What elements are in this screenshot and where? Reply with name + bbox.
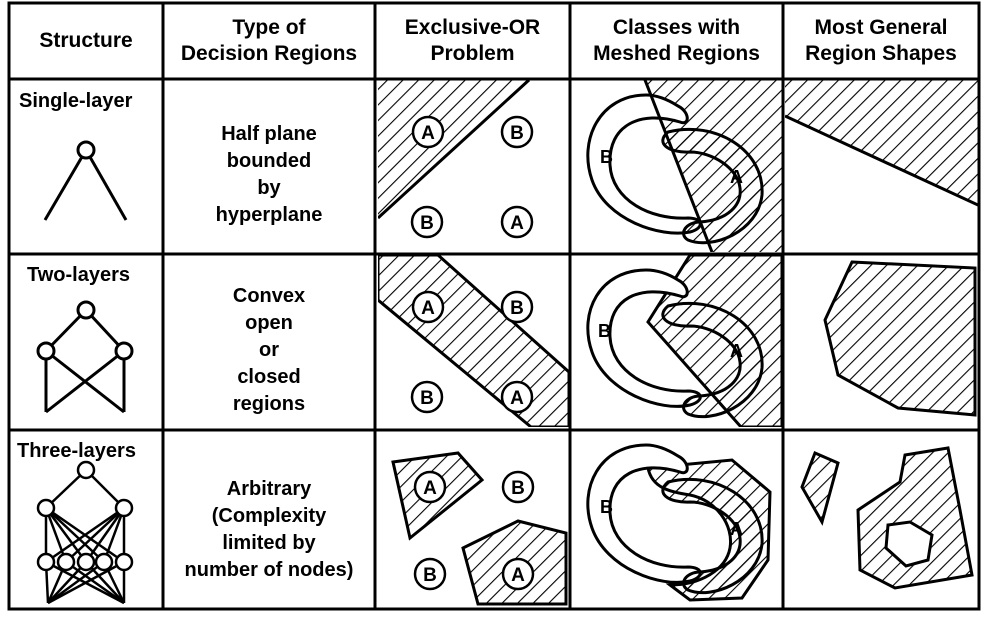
description-line: hyperplane [215,204,323,226]
description-line: Arbitrary [226,478,312,500]
class-a-label: A [510,388,524,409]
class-markers [410,115,535,591]
mesh-single-layer-cell [586,80,782,252]
class-b-region [586,93,702,235]
class-a-label: A [423,478,437,499]
description-single-layer: Half plane bounded by hyperplane [163,110,375,240]
class-a-marker [411,290,445,324]
description-line: open [245,311,293,334]
class-a-marker [500,380,534,414]
class-a-label: A [511,565,525,586]
header-xor-problem-line-1: Exclusive-OR [404,16,541,39]
description-line: Convex [232,284,306,307]
class-a-label: A [421,298,435,319]
description-line: by [257,177,281,199]
class-a-label: A [421,123,435,144]
xor-two-layers-cell [378,255,569,427]
class-b-label: B [423,565,437,586]
header-meshed-regions-line-1: Classes with [612,16,741,39]
general-three-layers-cell [800,446,974,590]
row-label-single-layer: Single-layer [19,90,133,112]
header-xor-problem-line-2: Problem [430,42,515,65]
class-b-label: B [420,388,434,409]
three-layer-network-icon [36,460,134,605]
class-b-marker [500,290,534,324]
hyperplane-line [643,80,714,252]
class-b-label: B [511,478,525,499]
class-b-label: B [420,213,434,234]
description-line: (Complexity [211,505,327,527]
class-a-marker [501,557,535,591]
class-b-marker [413,557,447,591]
description-line: Half plane [221,123,317,145]
header-decision-regions: Type of Decision Regions [163,6,375,76]
arbitrary-hatched-region [800,450,840,526]
class-a-region [661,301,764,419]
header-general-shapes-line-1: Most General [814,16,948,39]
table-grid [7,1,981,611]
class-a-region [661,477,764,595]
class-b-label: B [510,123,524,144]
header-decision-regions-line-1: Type of [232,16,306,39]
hyperplane-line [378,80,531,220]
header-general-shapes-line-2: Region Shapes [805,42,957,65]
header-meshed-regions-line-2: Meshed Regions [593,42,760,65]
class-b-label: B [510,298,524,319]
row-label-two-layers: Two-layers [27,264,130,286]
class-b-label: B [600,497,613,517]
class-b-label: B [600,147,613,167]
class-b-marker [500,115,534,149]
class-b-label: B [598,321,611,341]
description-three-layers: Arbitrary (Complexity limited by number … [163,470,375,590]
class-a-label: A [510,213,524,234]
class-b-region [586,443,702,584]
general-two-layers-cell [823,260,977,417]
class-a-marker [413,470,447,504]
class-a-label: A [730,519,743,539]
description-line: closed [237,365,301,388]
convex-band-hatched-region [378,255,569,427]
class-marker-labels: A B B A A B B A A B B A [420,123,525,586]
description-line: or [259,338,279,361]
header-structure: Structure [9,6,163,76]
two-layer-network-icon [36,300,134,414]
class-a-marker [500,205,534,239]
class-b-region [586,268,702,408]
row-label-three-layers: Three-layers [17,440,136,462]
class-b-marker [410,205,444,239]
class-a-label: A [730,167,743,187]
description-line: number of nodes) [184,559,354,581]
half-plane-hatched-region [785,80,978,205]
convex-hatched-region [823,260,977,417]
class-a-marker [411,115,445,149]
single-layer-network-icon [43,140,128,221]
header-structure-line-1: Structure [39,29,133,52]
class-b-marker [410,380,444,414]
header-meshed-regions: Classes with Meshed Regions [570,6,783,76]
description-line: bounded [226,150,312,172]
description-two-layers: Convex open or closed regions [163,276,375,424]
mesh-three-layers-cell [586,443,772,602]
description-line: limited by [222,532,316,554]
header-general-shapes: Most General Region Shapes [783,6,979,76]
class-b-marker [501,470,535,504]
description-line: regions [232,392,306,415]
arbitrary-hatched-region [856,446,974,590]
header-decision-regions-line-2: Decision Regions [180,42,358,65]
header-xor-problem: Exclusive-OR Problem [375,6,570,76]
xor-single-layer-cell [378,80,531,220]
class-a-label: A [730,341,743,361]
mesh-two-layers-cell [586,255,782,427]
meshed-region-labels: B A B A B A [598,147,743,539]
hyperplane-line [785,114,978,207]
class-a-region [661,127,764,245]
general-single-layer-cell [785,80,978,207]
